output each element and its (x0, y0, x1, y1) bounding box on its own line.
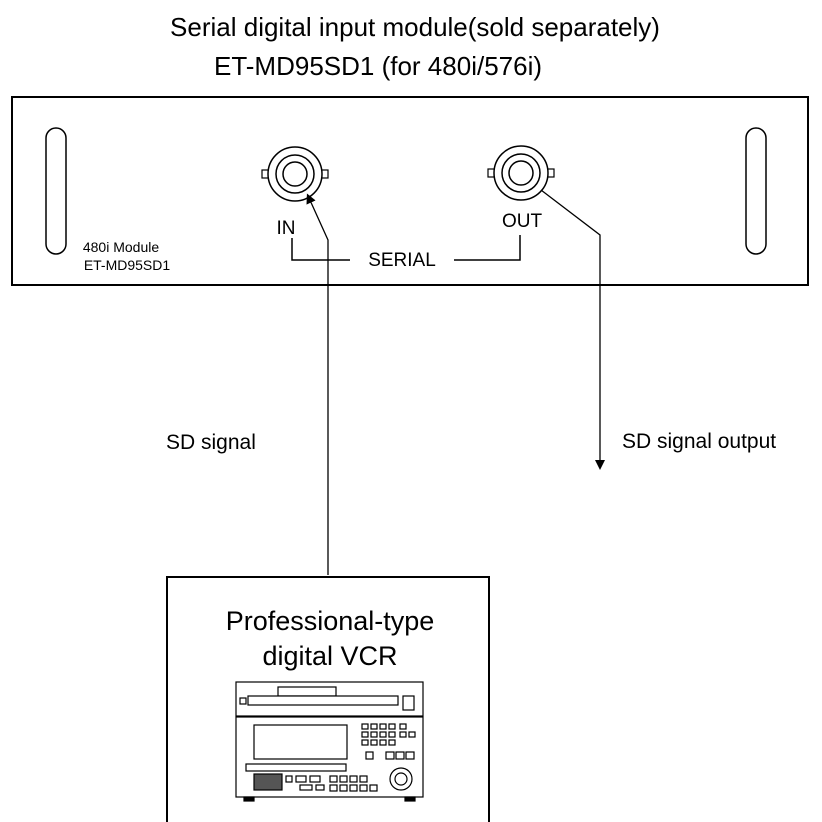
right-handle (745, 127, 767, 255)
serial-bracket-left (291, 238, 350, 261)
serial-bracket-right (454, 235, 521, 261)
input-signal-label: SD signal (166, 431, 256, 454)
vcr-icon (235, 681, 424, 802)
module-panel: 480i Module ET-MD95SD1 (11, 96, 809, 286)
module-name-line1: 480i Module (83, 239, 159, 255)
vcr-label-line1: Professional-type (226, 606, 435, 636)
serial-label: SERIAL (368, 250, 436, 271)
output-signal-label: SD signal output (622, 430, 776, 453)
out-label: OUT (502, 211, 543, 232)
in-label: IN (277, 218, 296, 239)
output-cable (540, 189, 605, 470)
in-connector[interactable] (261, 146, 329, 202)
out-connector[interactable] (487, 145, 555, 201)
input-cable (306, 193, 329, 575)
module-panel-frame (11, 96, 809, 286)
diagram-title-line2: ET-MD95SD1 (for 480i/576i) (214, 51, 542, 81)
left-handle (45, 127, 67, 255)
module-name-line2: ET-MD95SD1 (84, 257, 171, 273)
vcr-label-line2: digital VCR (262, 641, 397, 671)
diagram-title-line1: Serial digital input module(sold separat… (170, 12, 660, 42)
